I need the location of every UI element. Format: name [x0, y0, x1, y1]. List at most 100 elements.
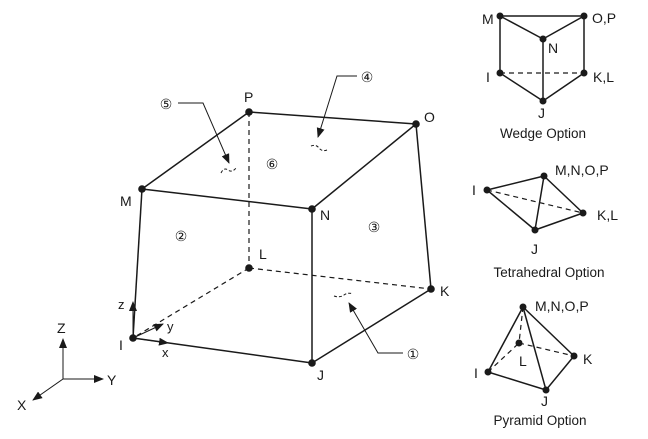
tet-node-I	[483, 186, 491, 194]
face-1-label: ①	[407, 346, 420, 362]
local-y-label: y	[167, 319, 174, 334]
tet-edge-I-J	[486, 189, 536, 231]
local-x-axis	[132, 337, 169, 346]
pyr-node-J	[542, 386, 550, 394]
wedge-node-OP	[580, 12, 588, 20]
node-M	[138, 185, 146, 193]
edge-L-K	[248, 267, 432, 290]
global-axes: Z Y X	[17, 320, 117, 413]
pyr-label-K: K	[583, 351, 593, 367]
tet-caption: Tetrahedral Option	[493, 265, 604, 280]
wedge-edge-M-N	[499, 15, 544, 40]
tet-node-J	[531, 226, 539, 234]
pyr-node-K	[570, 352, 578, 360]
pyr-label-I: I	[474, 365, 478, 381]
tetrahedral-option: I M,N,O,P K,L J Tetrahedral Option	[472, 162, 618, 280]
face-3-label: ③	[368, 219, 381, 235]
wedge-label-OP: O,P	[592, 10, 616, 26]
pyr-edge-I-L	[487, 342, 520, 373]
wedge-node-N	[539, 35, 547, 43]
global-X-axis	[32, 378, 64, 401]
pyr-label-MNOP: M,N,O,P	[535, 298, 589, 314]
pyr-edge-J-K	[545, 355, 575, 391]
label-N: N	[320, 207, 330, 223]
wedge-label-J: J	[538, 105, 545, 121]
face-5-squiggle	[220, 167, 237, 174]
face-6-label: ⑥	[266, 156, 279, 172]
global-Y-label: Y	[107, 372, 117, 388]
face-4-squiggle	[310, 144, 328, 152]
wedge-edge-J-KL	[542, 72, 585, 102]
tet-edge-J-KL	[534, 212, 584, 231]
pyr-edge-apex-L	[518, 306, 524, 344]
pyr-edge-apex-J	[522, 306, 547, 391]
wedge-label-KL: K,L	[593, 69, 614, 85]
global-X-label: X	[17, 397, 27, 413]
tet-label-KL: K,L	[597, 207, 618, 223]
brick-element: I J K L M N O P z y x ② ③ ⑥ ① ④ ⑤	[118, 69, 450, 383]
node-O	[412, 120, 420, 128]
tet-edge-I-KL	[486, 189, 584, 214]
node-L	[245, 264, 253, 272]
face-5-label: ⑤	[160, 96, 173, 112]
pyr-edge-apex-I	[487, 306, 524, 373]
node-K	[427, 285, 435, 293]
pyr-node-MNOP	[519, 303, 527, 311]
edge-M-N	[141, 188, 313, 210]
pyr-edge-apex-K	[522, 306, 575, 357]
wedge-edge-I-J	[499, 72, 544, 102]
wedge-caption: Wedge Option	[500, 126, 586, 141]
label-I: I	[119, 337, 123, 353]
edge-L-I	[132, 267, 250, 339]
face-1-squiggle	[333, 292, 354, 298]
wedge-node-KL	[580, 69, 588, 77]
face-2-label: ②	[175, 228, 188, 244]
pyr-node-L	[515, 339, 523, 347]
wedge-node-M	[496, 12, 504, 20]
pyr-edge-I-J	[487, 371, 547, 391]
tet-node-KL	[579, 209, 587, 217]
tet-edge-MNOP-KL	[543, 175, 584, 214]
label-M: M	[120, 193, 132, 209]
edge-O-N	[311, 123, 417, 210]
local-z-label: z	[118, 297, 125, 312]
edge-M-P	[141, 111, 250, 190]
label-K: K	[440, 283, 450, 299]
node-N	[308, 205, 316, 213]
pyr-label-L: L	[519, 353, 527, 369]
label-P: P	[244, 89, 253, 105]
local-x-label: x	[162, 345, 169, 360]
face-4-leader	[316, 75, 357, 138]
edge-O-K	[415, 123, 432, 290]
face-5-leader	[178, 102, 230, 164]
wedge-option: M N O,P I K,L J Wedge Option	[482, 10, 616, 141]
face-1-leader	[348, 302, 403, 354]
wedge-label-I: I	[486, 69, 490, 85]
tet-node-MNOP	[540, 172, 548, 180]
tet-label-MNOP: M,N,O,P	[555, 162, 609, 178]
tet-label-I: I	[472, 182, 476, 198]
wedge-label-N: N	[548, 40, 558, 56]
face-4-label: ④	[361, 69, 374, 85]
wedge-edge-N-OP	[542, 15, 585, 40]
label-J: J	[317, 367, 324, 383]
pyr-caption: Pyramid Option	[493, 413, 586, 428]
wedge-node-J	[539, 97, 547, 105]
pyr-node-I	[484, 368, 492, 376]
wedge-label-M: M	[482, 11, 494, 27]
pyr-edge-L-K	[518, 342, 575, 357]
wedge-node-I	[496, 69, 504, 77]
node-J	[308, 359, 316, 367]
node-P	[245, 108, 253, 116]
tet-edge-I-MNOP	[486, 175, 545, 191]
edge-P-O	[248, 111, 417, 125]
global-Z-label: Z	[57, 320, 66, 336]
edge-J-K	[311, 288, 432, 364]
pyramid-option: M,N,O,P L K I J Pyramid Option	[474, 298, 593, 428]
label-L: L	[259, 246, 267, 262]
pyr-label-J: J	[541, 393, 548, 409]
edge-M-I	[132, 188, 143, 339]
tet-label-J: J	[531, 241, 538, 257]
local-y-axis	[132, 323, 164, 339]
